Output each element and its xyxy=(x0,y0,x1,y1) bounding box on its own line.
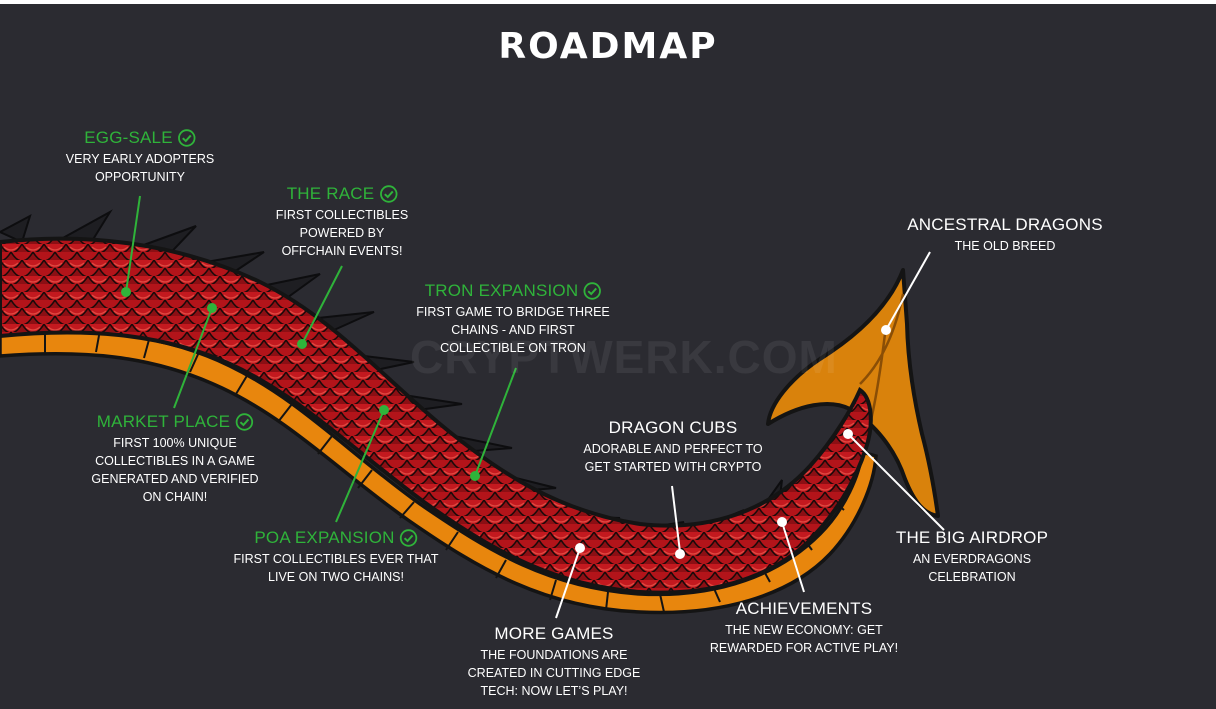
marker-tron-expansion xyxy=(470,471,480,481)
page-title: ROADMAP xyxy=(498,26,718,67)
marker-achievements xyxy=(777,517,787,527)
milestone-title: POA EXPANSION xyxy=(254,528,418,548)
milestone-title: THE BIG AIRDROP xyxy=(895,528,1049,547)
marker-the-race xyxy=(297,339,307,349)
milestone-title: MORE GAMES xyxy=(494,624,614,643)
milestone-egg-sale: EGG-SALE VERY EARLY ADOPTERS OPPORTUNITY xyxy=(66,128,214,186)
watermark: CRYPTWERK.COM xyxy=(410,331,838,383)
marker-poa-expansion xyxy=(379,405,389,415)
milestone-description: THE FOUNDATIONS ARE CREATED IN CUTTING E… xyxy=(467,648,641,698)
milestone-description: VERY EARLY ADOPTERS OPPORTUNITY xyxy=(65,152,215,184)
marker-egg-sale xyxy=(121,287,131,297)
marker-dragon-cubs xyxy=(675,549,685,559)
milestone-description: THE OLD BREED xyxy=(954,239,1056,253)
marker-ancestral-dragons xyxy=(881,325,891,335)
milestone-description: THE NEW ECONOMY: GET REWARDED FOR ACTIVE… xyxy=(709,623,899,655)
check-circle-icon xyxy=(583,282,602,300)
milestone-title: ANCESTRAL DRAGONS xyxy=(907,215,1103,234)
milestone-title: THE RACE xyxy=(287,184,398,204)
milestone-title: ACHIEVEMENTS xyxy=(735,599,873,618)
check-circle-icon xyxy=(178,129,196,147)
milestone-poa-expansion: POA EXPANSION FIRST COLLECTIBLES EVER TH… xyxy=(234,528,439,586)
milestone-achievements: ACHIEVEMENTS THE NEW ECONOMY: GET REWARD… xyxy=(710,599,898,657)
milestone-description: FIRST GAME TO BRIDGE THREE CHAINS - AND … xyxy=(416,305,610,355)
milestone-description: ADORABLE AND PERFECT TO GET STARTED WITH… xyxy=(583,442,763,474)
marker-market-place xyxy=(207,303,217,313)
tail-fin xyxy=(766,268,940,518)
milestone-the-race: THE RACE FIRST COLLECTIBLES POWERED BY O… xyxy=(276,184,408,260)
milestone-description: FIRST COLLECTIBLES EVER THAT LIVE ON TWO… xyxy=(233,552,439,584)
milestone-ancestral-dragons: ANCESTRAL DRAGONS THE OLD BREED xyxy=(907,215,1102,255)
milestone-title: MARKET PLACE xyxy=(97,412,253,432)
milestone-tron-expansion: TRON EXPANSION FIRST GAME TO BRIDGE THRE… xyxy=(416,281,610,357)
milestone-dragon-cubs: DRAGON CUBS ADORABLE AND PERFECT TO GET … xyxy=(583,418,762,476)
milestone-markers xyxy=(121,287,891,559)
leader-lines xyxy=(125,195,945,619)
milestone-description: AN EVERDRAGONS CELEBRATION xyxy=(912,552,1032,584)
milestone-title: EGG-SALE xyxy=(84,128,196,148)
check-circle-icon xyxy=(399,529,418,547)
milestone-more-games: MORE GAMES THE FOUNDATIONS ARE CREATED I… xyxy=(468,624,641,700)
milestone-title: TRON EXPANSION xyxy=(425,281,602,301)
dragon-tail-illustration xyxy=(0,195,945,619)
tail-body xyxy=(0,236,873,595)
milestone-description: FIRST COLLECTIBLES POWERED BY OFFCHAIN E… xyxy=(275,208,409,258)
milestone-title: DRAGON CUBS xyxy=(608,418,738,437)
check-circle-icon xyxy=(379,185,397,203)
roadmap-canvas: CRYPTWERK.COM ROADMAP EGG-SALE VERY EARL… xyxy=(0,4,1216,709)
tail-belly xyxy=(0,329,878,615)
milestone-description: FIRST 100% UNIQUE COLLECTIBLES IN A GAME… xyxy=(91,436,259,504)
marker-more-games xyxy=(575,543,585,553)
marker-the-big-airdrop xyxy=(843,429,853,439)
milestone-the-big-airdrop: THE BIG AIRDROP AN EVERDRAGONS CELEBRATI… xyxy=(896,528,1048,586)
milestone-market-place: MARKET PLACE FIRST 100% UNIQUE COLLECTIB… xyxy=(91,412,258,506)
check-circle-icon xyxy=(235,413,253,431)
